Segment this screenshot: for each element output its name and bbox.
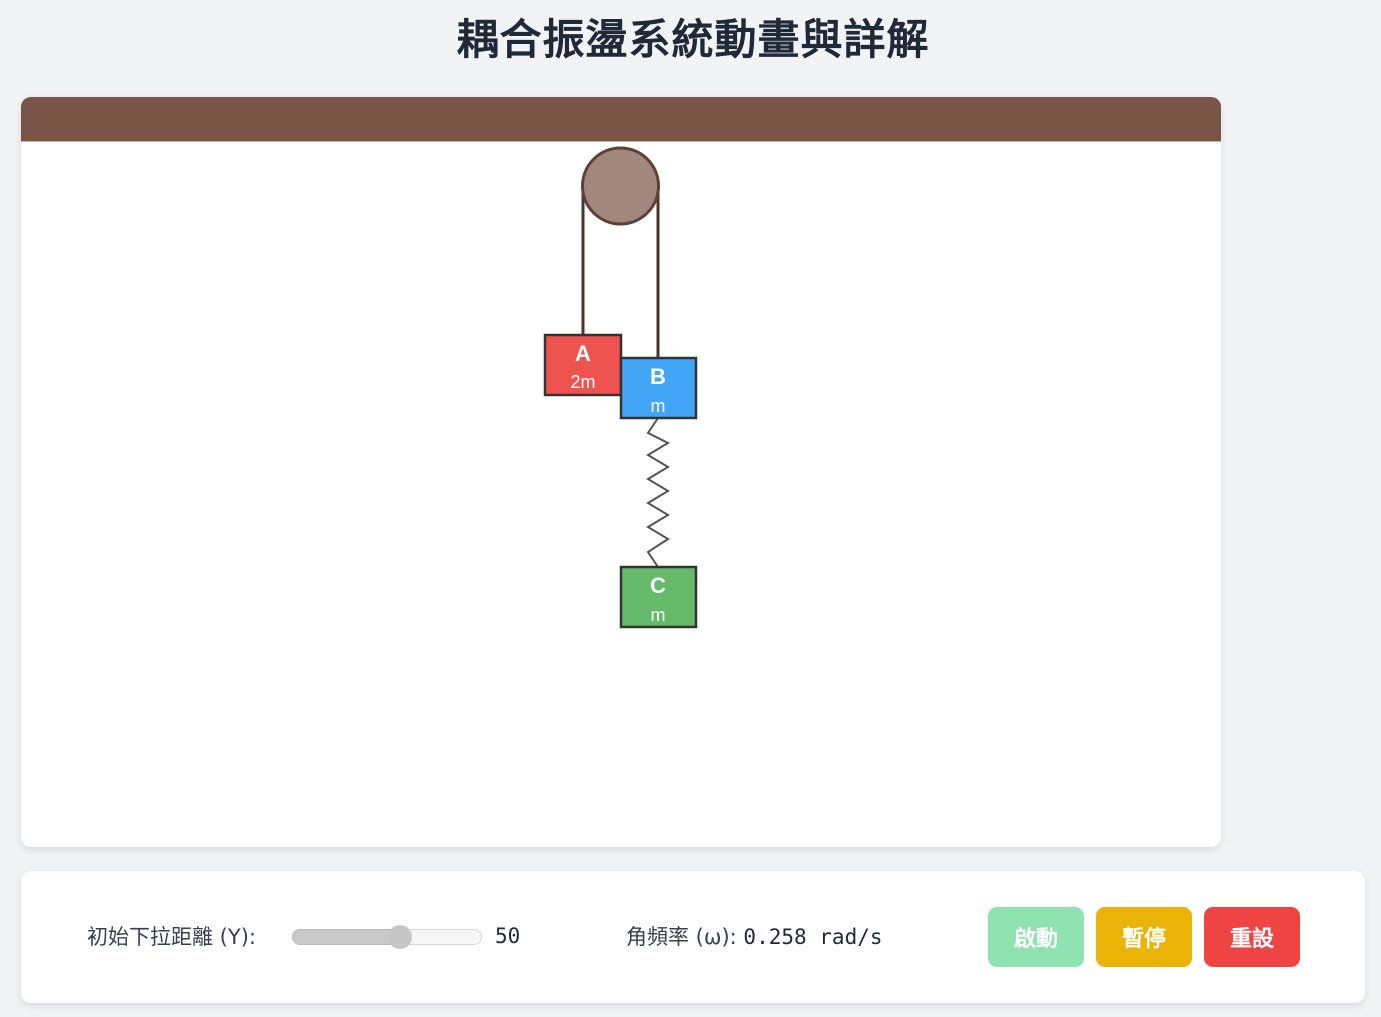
angular-frequency: 角頻率 (ω): 0.258 rad/s [626,921,883,951]
angular-frequency-label: 角頻率 (ω): [626,925,737,949]
angular-frequency-value: 0.258 rad/s [743,925,883,949]
start-button[interactable]: 啟動 [988,907,1084,967]
svg-text:m: m [651,605,666,625]
svg-text:A: A [575,341,591,366]
svg-text:C: C [650,573,666,598]
ceiling [21,97,1221,141]
pull-distance-slider[interactable] [292,925,482,949]
control-panel: 初始下拉距離 (Y): 50 角頻率 (ω): 0.258 rad/s 啟動 暫… [21,871,1365,1003]
page-title: 耦合振盪系統動畫與詳解 [456,15,930,64]
svg-text:m: m [651,396,666,416]
animation-canvas: A 2m B m C m [21,97,1221,847]
scene-svg: A 2m B m C m [21,97,1221,629]
spring [646,417,671,568]
svg-text:B: B [650,364,666,389]
pull-distance-label: 初始下拉距離 (Y): [87,925,256,949]
pull-distance-value: 50 [495,924,521,948]
block-a: A 2m [543,333,623,397]
block-c: C m [619,565,698,629]
pulley-icon [581,146,660,226]
pause-button[interactable]: 暫停 [1096,907,1192,967]
slider-fill [292,929,400,945]
reset-button[interactable]: 重設 [1204,907,1300,967]
svg-text:2m: 2m [570,372,595,392]
block-b: B m [619,356,698,420]
slider-thumb[interactable] [388,925,412,949]
